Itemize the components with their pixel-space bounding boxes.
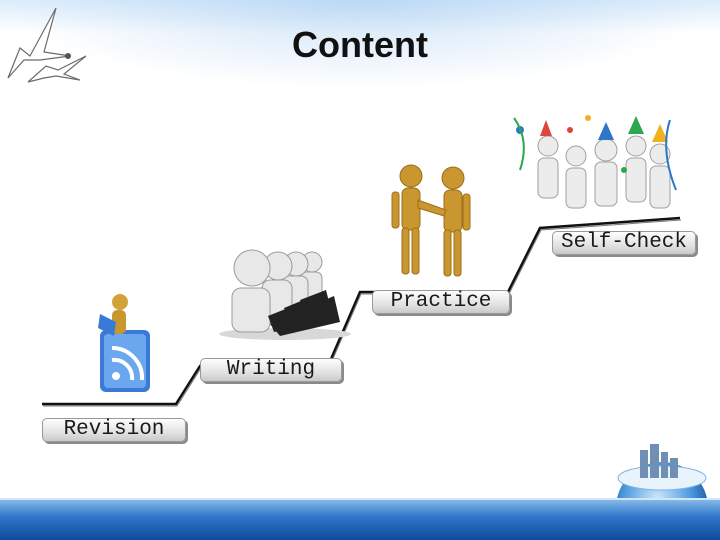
- footer-bar: [0, 498, 720, 540]
- seagull-logo: [7, 7, 87, 83]
- header-glow: [0, 0, 720, 90]
- step-revision-label: Revision: [42, 418, 186, 442]
- step-self-check-label: Self-Check: [552, 231, 696, 255]
- step-practice-label: Practice: [372, 290, 510, 314]
- slide-title: Content: [292, 24, 428, 65]
- step-writing-label: Writing: [200, 358, 342, 382]
